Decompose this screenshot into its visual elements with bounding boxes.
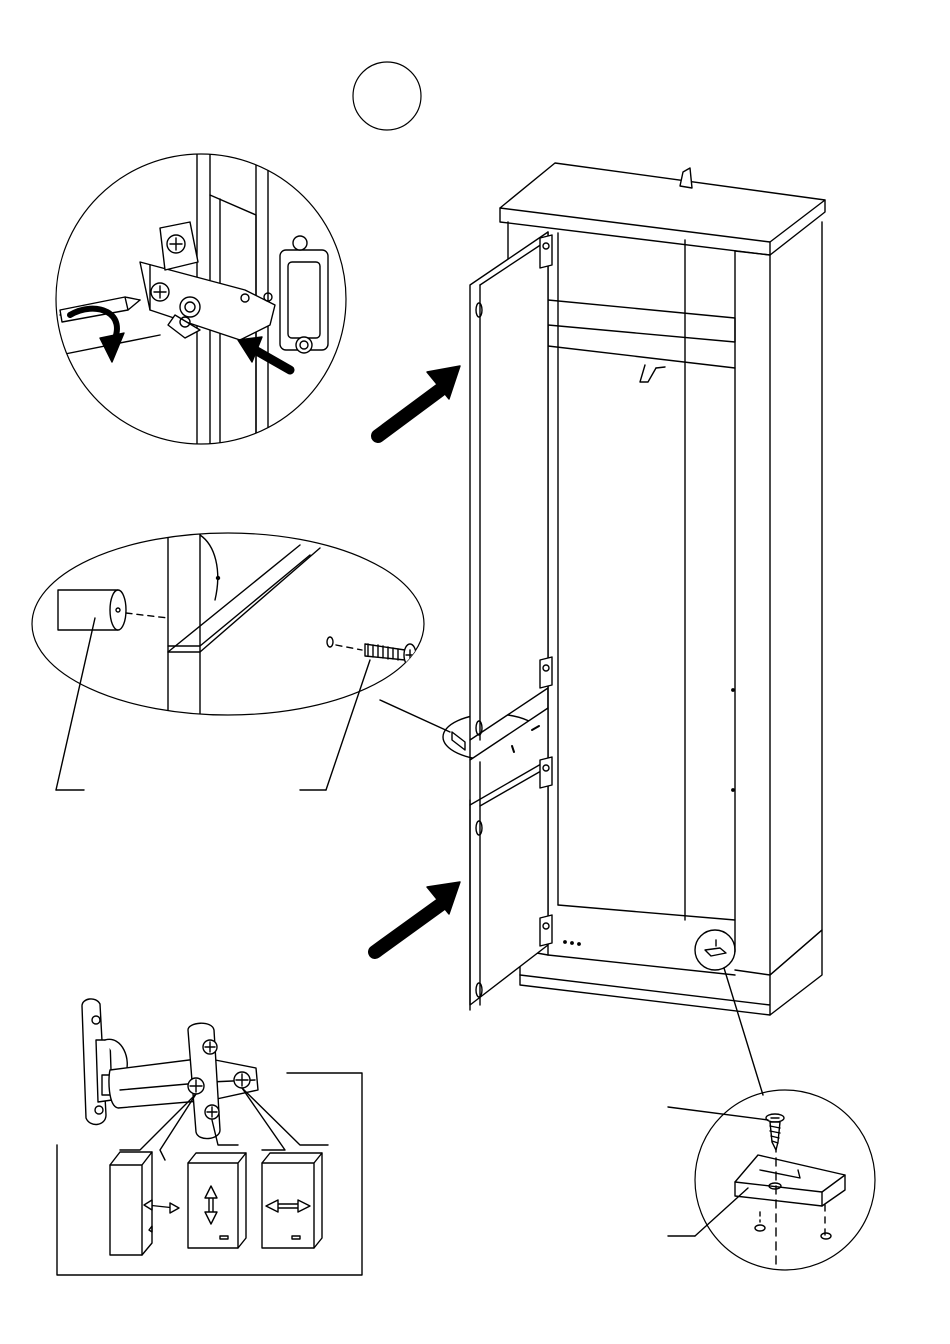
foot-detail-magnifier [668,1090,875,1270]
hinge-adjustment-detail [57,999,362,1275]
handle-detail-magnifier [32,520,543,790]
hinge-detail-magnifier [56,150,346,450]
insert-arrow-bottom [375,882,460,952]
insert-arrow-top [378,366,460,436]
step-circle-icon [353,62,421,130]
wardrobe-illustration [452,163,825,1095]
